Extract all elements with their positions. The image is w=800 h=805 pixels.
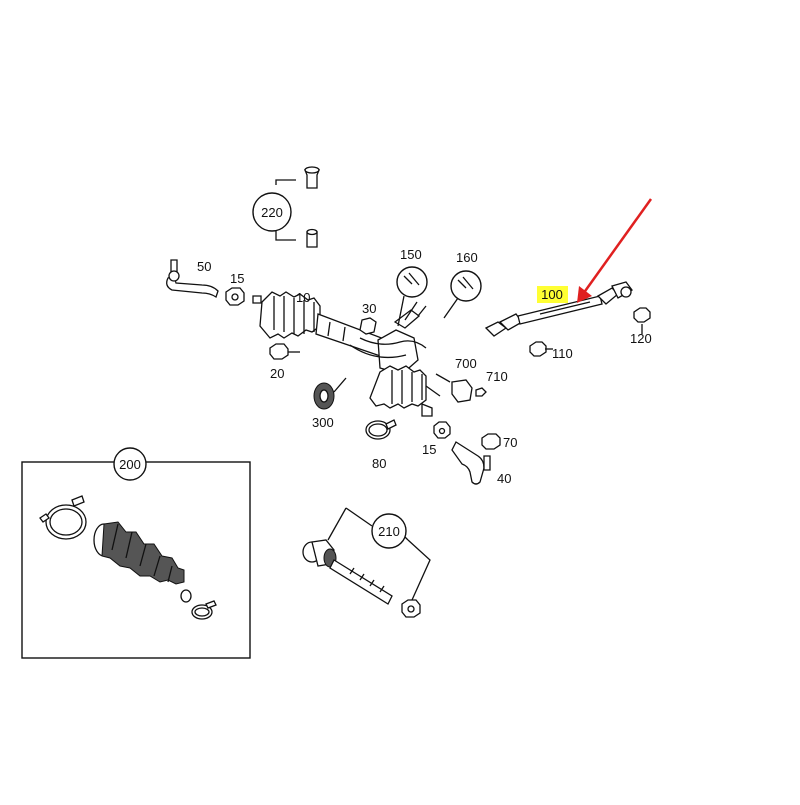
- callout-220: 220: [252, 192, 292, 232]
- red-arrow-indicator: [577, 198, 653, 303]
- part-50-tie-rod-end-left: [166, 259, 219, 299]
- label-100: 100: [541, 287, 563, 302]
- label-700: 700: [455, 356, 477, 371]
- part-710-screw: [475, 387, 487, 397]
- label-20: 20: [270, 366, 284, 381]
- part-150-wrench-callout: [396, 266, 428, 327]
- label-220: 220: [261, 205, 283, 220]
- part-40-tie-rod-end-right: [451, 441, 491, 485]
- label-30: 30: [362, 301, 376, 316]
- label-160: 160: [456, 250, 478, 265]
- steering-rack-assembly: [259, 291, 441, 417]
- part-200-bellows-boot: [93, 521, 192, 603]
- label-710: 710: [486, 369, 508, 384]
- part-200-clamp-small: [191, 600, 217, 620]
- part-700-bracket: [435, 373, 473, 403]
- callout-210: 210: [327, 507, 431, 601]
- part-15-nut-right: [433, 421, 451, 439]
- label-15-right: 15: [422, 442, 436, 457]
- part-160-wrench-callout: [443, 270, 482, 319]
- part-210-inner-tie-rod: [302, 539, 393, 605]
- label-80: 80: [372, 456, 386, 471]
- part-15-nut-left: [225, 287, 245, 306]
- label-120: 120: [630, 331, 652, 346]
- label-210: 210: [378, 524, 400, 539]
- label-300: 300: [312, 415, 334, 430]
- part-120-bolt: [633, 307, 651, 334]
- label-200: 200: [119, 457, 141, 472]
- part-110-bolt: [529, 341, 553, 357]
- part-pin: [252, 295, 262, 304]
- label-50: 50: [197, 259, 211, 274]
- part-70-nut: [481, 433, 501, 450]
- part-80-clamp: [365, 419, 397, 440]
- label-15-left: 15: [230, 271, 244, 286]
- label-100-highlight: [537, 286, 568, 303]
- label-40: 40: [497, 471, 511, 486]
- part-210-jam-nut: [401, 599, 421, 618]
- label-150: 150: [400, 247, 422, 262]
- part-100-steering-shaft: [484, 281, 633, 337]
- label-110: 110: [552, 346, 573, 361]
- callout-200: 200: [113, 447, 147, 481]
- label-10: 10: [296, 290, 310, 305]
- label-70: 70: [503, 435, 517, 450]
- part-200-clamp-large: [39, 495, 87, 540]
